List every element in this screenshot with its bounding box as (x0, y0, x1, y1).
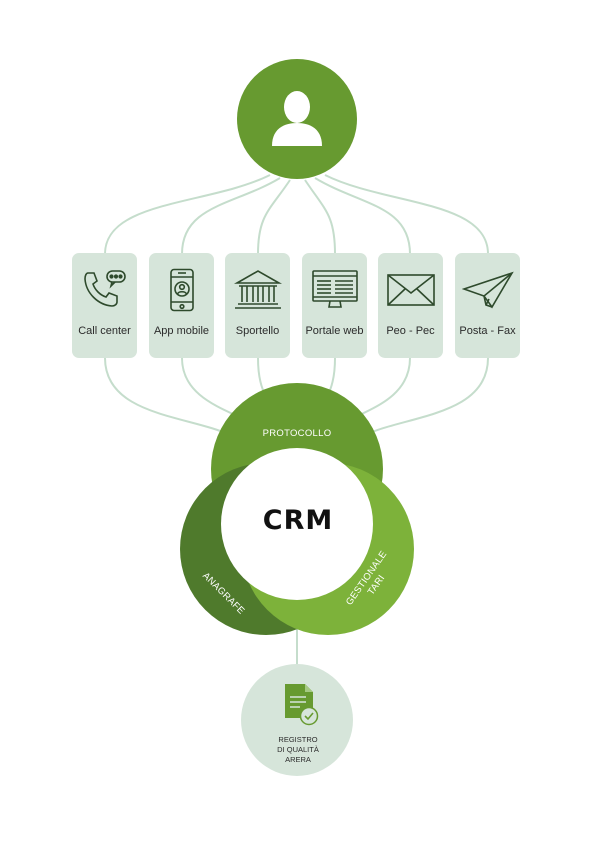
channel-card-app-mobile[interactable]: App mobile (149, 253, 214, 358)
registro-label: REGISTRO DI QUALITÀ ARERA (277, 735, 319, 764)
connectors-top (104, 174, 489, 255)
web-portal-icon (311, 270, 358, 308)
channel-card-posta-fax[interactable]: Posta - Fax (455, 253, 520, 358)
crm-title: CRM (262, 505, 334, 536)
module-label-protocollo: PROTOCOLLO (262, 428, 332, 439)
phone-chat-icon (83, 270, 126, 307)
document-check-icon (285, 684, 319, 726)
channel-card-peo-pec[interactable]: Peo - Pec (378, 253, 443, 358)
channel-card-portale-web[interactable]: Portale web (302, 253, 367, 358)
paper-plane-icon (461, 271, 514, 309)
channel-label: Peo - Pec (386, 325, 435, 337)
channel-label: Sportello (235, 325, 280, 337)
bank-building-icon (233, 270, 282, 309)
channel-label: Portale web (305, 325, 364, 337)
crm-ring (180, 383, 414, 635)
crm-center[interactable] (221, 448, 373, 600)
envelope-icon (386, 274, 435, 306)
smartphone-icon (169, 268, 194, 312)
channel-label: Call center (78, 325, 131, 337)
channel-card-sportello[interactable]: Sportello (225, 253, 290, 358)
channel-card-call-center[interactable]: Call center (72, 253, 137, 358)
registro-circle[interactable] (241, 664, 353, 776)
channel-label: Posta - Fax (459, 325, 516, 337)
channel-label: App mobile (153, 325, 210, 337)
user-icon (272, 91, 322, 146)
